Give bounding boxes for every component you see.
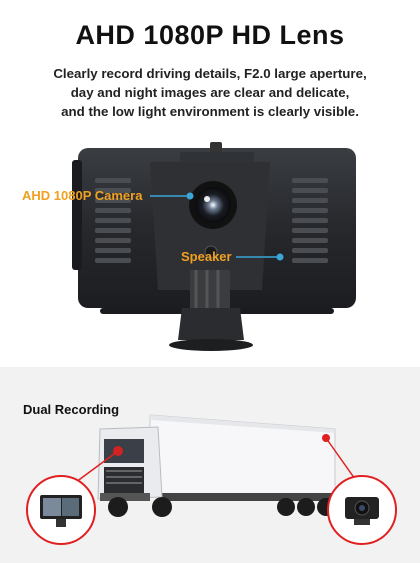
product-description: Clearly record driving details, F2.0 lar… — [20, 64, 400, 121]
speaker-grille — [204, 245, 218, 259]
description-line-2: day and night images are clear and delic… — [70, 85, 350, 100]
cab-windshield — [104, 439, 144, 463]
dual-recording-heading: Dual Recording — [23, 402, 120, 417]
suction-mount — [178, 308, 244, 340]
speaker-callout-label: Speaker — [181, 249, 232, 264]
dash-cam-device-image — [72, 142, 356, 351]
camera-callout-label: AHD 1080P Camera — [22, 188, 143, 203]
description-line-3: and the low light environment is clearly… — [61, 104, 359, 119]
wheel — [108, 497, 128, 517]
truck-scene-image — [26, 414, 397, 545]
description-line-1: Clearly record driving details, F2.0 lar… — [53, 66, 367, 81]
page-title: AHD 1080P HD Lens — [75, 20, 345, 50]
